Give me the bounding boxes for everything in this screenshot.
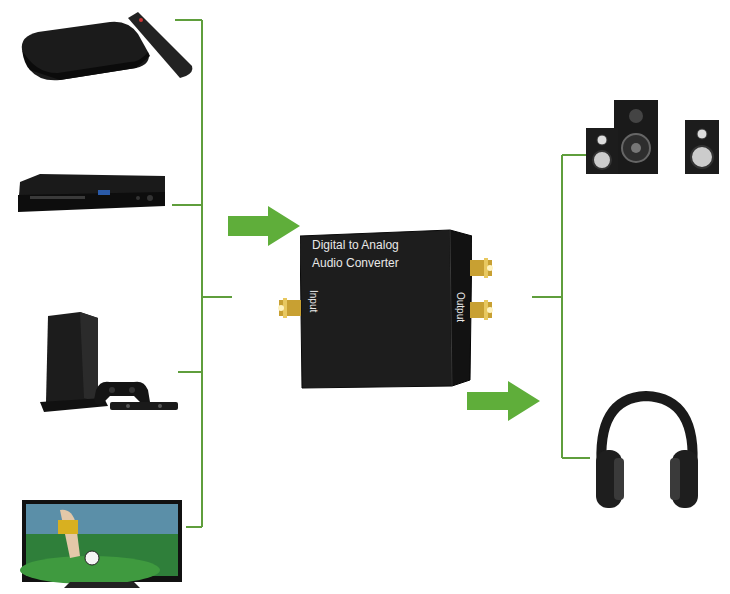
television (20, 500, 182, 588)
headphones (596, 396, 698, 508)
speakers (586, 100, 719, 174)
converter-box: Digital to Analog Audio ConverterInput Ou… (300, 228, 472, 390)
tv-box (22, 12, 193, 80)
bluray-player (18, 174, 165, 212)
port-label: Output (454, 292, 466, 322)
flow-arrow (467, 381, 540, 421)
port-label: Input (307, 290, 319, 312)
rca-connector (470, 300, 493, 320)
rca-connector (470, 258, 493, 278)
rca-connector (278, 298, 301, 318)
flow-arrow (228, 206, 300, 246)
converter-body (300, 228, 472, 390)
bracket-lines (172, 20, 590, 527)
game-console (40, 312, 178, 412)
device-title: Digital to Analog Audio Converter (312, 236, 430, 272)
